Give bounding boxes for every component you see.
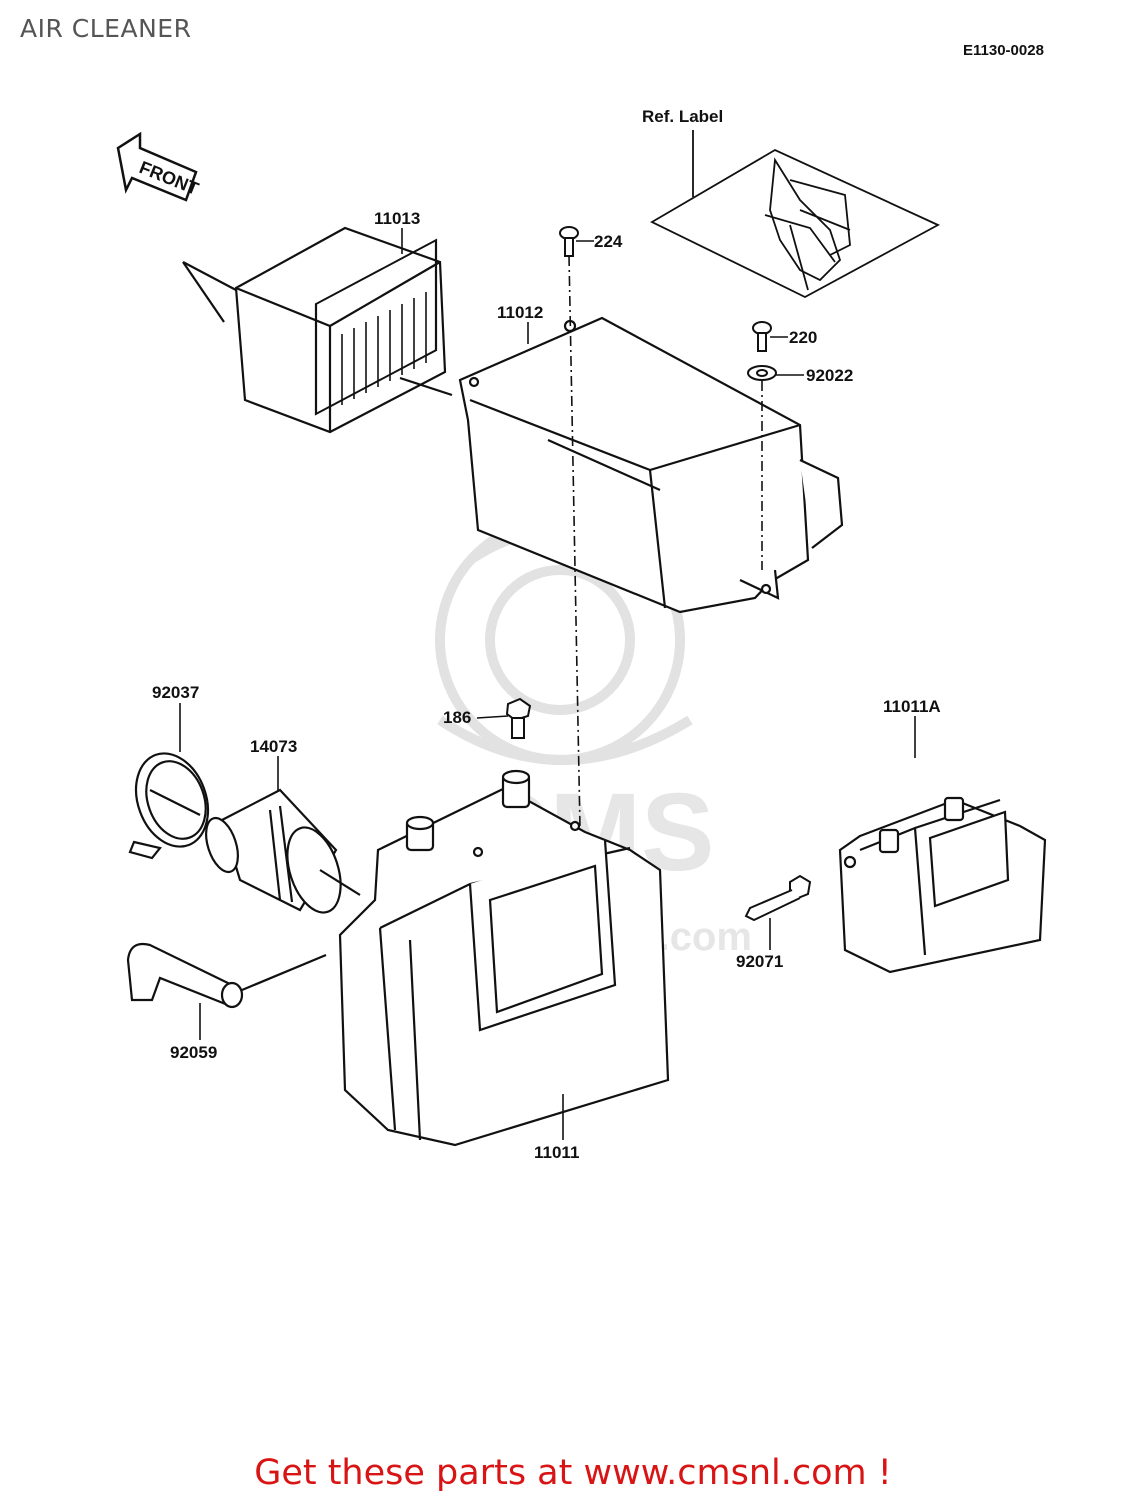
part-label-92022: 92022: [806, 366, 853, 385]
part-label-186: 186: [443, 708, 471, 727]
air-cleaner-case-11011A: [838, 796, 1047, 974]
assembly-lines: [568, 255, 763, 829]
front-arrow: FRONT: [116, 131, 201, 202]
part-label-14073: 14073: [250, 737, 297, 756]
part-label-92037: 92037: [152, 683, 199, 702]
leader-lines: [179, 228, 916, 1140]
part-label-11012: 11012: [497, 303, 543, 322]
part-label-11011A: 11011A: [883, 697, 941, 716]
hose-clamp-92037: [128, 752, 210, 860]
bolt-186: [505, 697, 532, 739]
air-cleaner-case-11011: [338, 769, 670, 1147]
air-filter-element-11013: [182, 226, 453, 434]
washer-92022: [747, 365, 777, 381]
ref-label-text: Ref. Label: [642, 107, 723, 126]
part-label-11013: 11013: [374, 209, 420, 228]
part-label-92059: 92059: [170, 1043, 217, 1062]
part-label-224: 224: [594, 232, 623, 251]
intake-duct-14073: [205, 788, 361, 914]
part-label-11011: 11011: [534, 1143, 579, 1162]
part-label-220: 220: [789, 328, 817, 347]
bolt-92071: [744, 874, 812, 922]
screw-220: [752, 321, 772, 352]
exploded-parts-diagram: CMS www.cmsnl.com FRONT Ref. Label: [116, 107, 1047, 1162]
ref-label-illustration: [650, 130, 941, 299]
part-label-92071: 92071: [736, 952, 783, 971]
air-cleaner-cover-11012: [458, 316, 844, 614]
page-title: AIR CLEANER: [20, 14, 192, 43]
diagram-code: E1130-0028: [963, 42, 1044, 59]
screw-224: [559, 226, 579, 257]
drain-hose-92059: [126, 942, 327, 1009]
footer-promo-link[interactable]: Get these parts at www.cmsnl.com !: [254, 1453, 892, 1493]
